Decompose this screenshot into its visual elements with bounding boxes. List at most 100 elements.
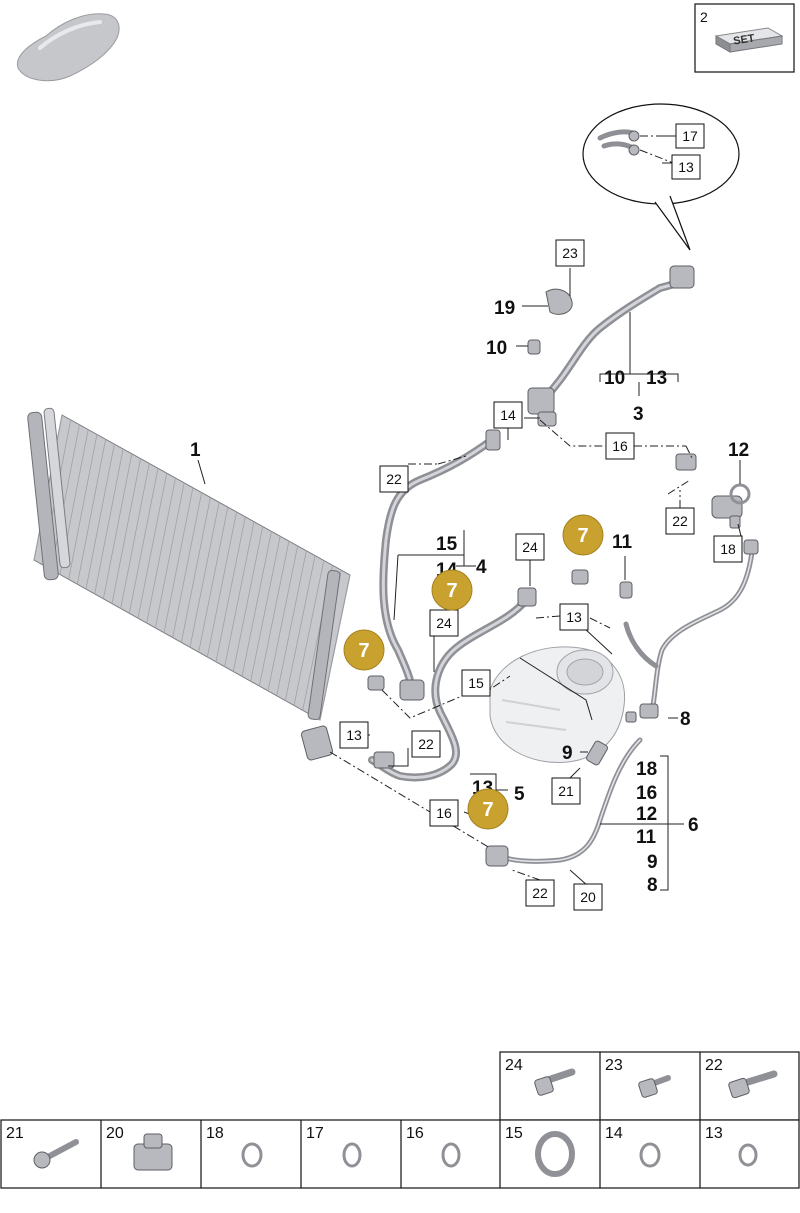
table-cell-23[interactable]: 23: [605, 1057, 671, 1098]
svg-text:23: 23: [562, 245, 578, 261]
boxed-label-23[interactable]: 23: [555, 239, 585, 267]
vehicle-silhouette-icon: [16, 13, 120, 82]
svg-text:13: 13: [705, 1125, 723, 1142]
boxed-label-22[interactable]: 22: [525, 879, 555, 907]
svg-text:15: 15: [505, 1125, 523, 1142]
svg-text:7: 7: [577, 525, 588, 547]
boxed-label-14[interactable]: 14: [493, 401, 523, 429]
o-ring-icon: [535, 1131, 575, 1177]
set-label: SET: [732, 32, 755, 47]
bracket-icon: [133, 1133, 173, 1171]
boxed-label-16[interactable]: 16: [429, 799, 459, 827]
label-9-group6: 9: [647, 852, 658, 873]
parts-table: 24 23 22 21: [0, 1051, 800, 1189]
label-8: 8: [680, 709, 691, 730]
svg-text:13: 13: [346, 727, 362, 743]
boxed-label-16[interactable]: 16: [605, 432, 635, 460]
svg-text:20: 20: [106, 1125, 124, 1142]
svg-text:21: 21: [6, 1125, 24, 1142]
label-5: 5: [514, 784, 525, 805]
set-box[interactable]: 2 SET: [694, 3, 795, 73]
callout-7[interactable]: 7: [562, 514, 604, 556]
bracket-16[interactable]: [675, 453, 697, 471]
set-number: 2: [700, 9, 708, 25]
compressor[interactable]: [489, 646, 626, 764]
svg-text:13: 13: [566, 609, 582, 625]
table-cell-14[interactable]: 14: [605, 1125, 661, 1168]
boxed-label-22[interactable]: 22: [379, 465, 409, 493]
hose-4[interactable]: [367, 429, 501, 701]
callout-7[interactable]: 7: [343, 629, 385, 671]
table-cell-20[interactable]: 20: [106, 1125, 173, 1171]
callout-7[interactable]: 7: [467, 788, 509, 830]
detail-bubble: [582, 103, 740, 251]
boxed-label-21[interactable]: 21: [551, 777, 581, 805]
label-9: 9: [562, 743, 573, 764]
boxed-label-22[interactable]: 22: [411, 730, 441, 758]
o-ring-icon: [441, 1142, 461, 1168]
svg-text:22: 22: [672, 513, 688, 529]
svg-text:16: 16: [612, 438, 628, 454]
condenser[interactable]: [27, 407, 351, 761]
svg-text:15: 15: [468, 675, 484, 691]
label-3: 3: [633, 404, 644, 425]
svg-text:17: 17: [306, 1125, 324, 1142]
boxed-label-15[interactable]: 15: [461, 669, 491, 697]
callouts: 7 7 7 7: [343, 514, 604, 830]
valve-11[interactable]: [571, 569, 633, 599]
svg-text:18: 18: [720, 541, 736, 557]
label-19: 19: [494, 298, 515, 319]
svg-text:16: 16: [406, 1125, 424, 1142]
boxed-label-13[interactable]: 13: [559, 603, 589, 631]
boxed-label-17[interactable]: 17: [675, 123, 705, 149]
table-cell-21[interactable]: 21: [6, 1125, 79, 1169]
label-12-group6: 12: [636, 804, 657, 825]
bolt-icon: [728, 1070, 778, 1099]
svg-text:20: 20: [580, 889, 596, 905]
valve-9[interactable]: [585, 740, 608, 766]
svg-text:7: 7: [482, 799, 493, 821]
table-cell-15[interactable]: 15: [505, 1125, 575, 1177]
bolt-icon: [534, 1068, 576, 1096]
label-11-group6: 11: [636, 827, 657, 848]
boxed-label-13[interactable]: 13: [339, 721, 369, 749]
svg-text:24: 24: [505, 1057, 523, 1074]
table-cell-24[interactable]: 24: [505, 1057, 576, 1096]
table-cell-13[interactable]: 13: [705, 1125, 758, 1167]
lower-sensor[interactable]: [625, 711, 637, 723]
boxed-label-13[interactable]: 13: [671, 154, 701, 180]
table-cell-18[interactable]: 18: [206, 1125, 263, 1168]
leader-lines: [197, 135, 743, 891]
boxed-label-24[interactable]: 24: [515, 533, 545, 561]
bolt-icon: [33, 1139, 79, 1169]
callout-7[interactable]: 7: [431, 569, 473, 611]
o-ring-icon: [342, 1142, 362, 1168]
table-cell-16[interactable]: 16: [406, 1125, 461, 1168]
svg-text:24: 24: [436, 615, 452, 631]
boxed-label-22[interactable]: 22: [665, 507, 695, 535]
label-6: 6: [688, 815, 699, 836]
svg-text:13: 13: [678, 159, 694, 175]
table-cell-17[interactable]: 17: [306, 1125, 362, 1168]
label-13-group: 13: [646, 368, 667, 389]
hose-5[interactable]: [368, 587, 537, 782]
pipe-6[interactable]: [485, 539, 759, 867]
set-block-icon: SET: [714, 27, 784, 53]
table-cell-22[interactable]: 22: [705, 1057, 778, 1099]
label-12: 12: [728, 440, 749, 461]
svg-text:18: 18: [206, 1125, 224, 1142]
boxed-label-24[interactable]: 24: [429, 609, 459, 637]
boxed-label-20[interactable]: 20: [573, 883, 603, 911]
boxed-label-18[interactable]: 18: [713, 535, 743, 563]
svg-text:14: 14: [500, 407, 516, 423]
pipe-3[interactable]: [527, 265, 695, 427]
bolt-icon: [638, 1075, 671, 1098]
label-8-group6: 8: [647, 875, 658, 896]
pressure-sensor[interactable]: [711, 483, 751, 529]
svg-text:16: 16: [436, 805, 452, 821]
label-10: 10: [486, 338, 507, 359]
svg-text:7: 7: [358, 640, 369, 662]
svg-text:21: 21: [558, 783, 574, 799]
label-1: 1: [190, 440, 201, 461]
